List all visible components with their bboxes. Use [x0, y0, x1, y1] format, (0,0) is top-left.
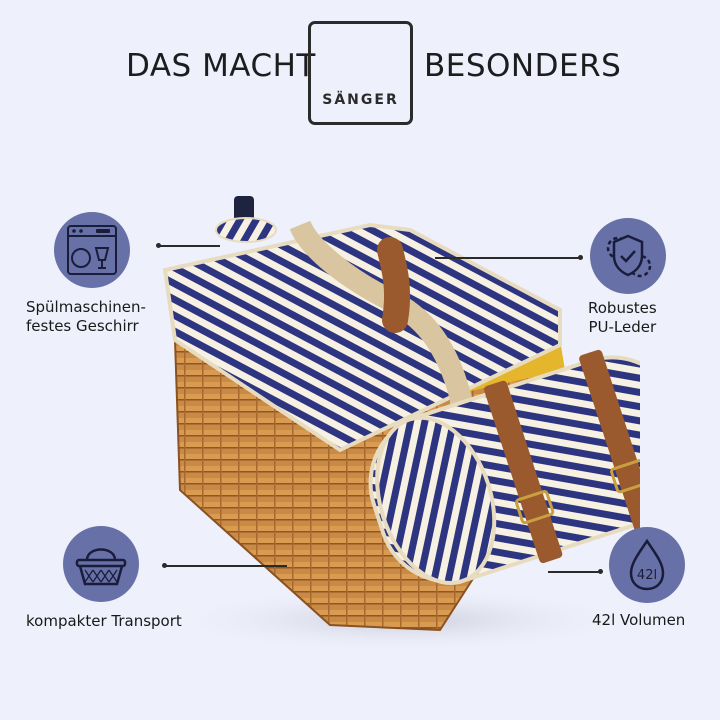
volume-icon-text: 42l	[637, 568, 657, 583]
dishwasher-label: Spülmaschinen- festes Geschirr	[26, 298, 146, 336]
shield-gear-icon-circle	[590, 218, 666, 294]
shield-gear-icon	[606, 234, 652, 278]
basket-icon	[75, 548, 127, 586]
volume-label-line1: 42l Volumen	[592, 611, 686, 629]
connector-line	[164, 565, 287, 567]
connector-line	[548, 571, 600, 573]
header-left-text: DAS MACHT	[126, 48, 316, 84]
dishwasher-label-line1: Spülmaschinen-	[26, 298, 146, 316]
water-drop-icon-circle: 42l	[609, 527, 685, 603]
transport-label: kompakter Transport	[26, 612, 182, 631]
header-right-text: BESONDERS	[424, 48, 622, 84]
leather-label: Robustes PU-Leder	[588, 299, 657, 337]
transport-label-line1: kompakter Transport	[26, 612, 182, 630]
dishwasher-label-line2: festes Geschirr	[26, 317, 139, 335]
picnic-basket-image	[160, 196, 640, 654]
logo-text: SÄNGER	[322, 92, 399, 108]
connector-line	[158, 245, 220, 247]
connector-line	[435, 257, 580, 259]
leather-label-line2: PU-Leder	[588, 318, 657, 336]
leather-label-line1: Robustes	[588, 299, 657, 317]
connector-dot	[578, 255, 583, 260]
brand-logo: SÄNGER	[308, 21, 413, 125]
connector-dot	[598, 569, 603, 574]
water-drop-icon: 42l	[629, 538, 665, 591]
basket-icon-circle	[63, 526, 139, 602]
dishwasher-icon	[67, 225, 117, 275]
volume-label: 42l Volumen	[592, 611, 685, 630]
dishwasher-icon-circle	[54, 212, 130, 288]
